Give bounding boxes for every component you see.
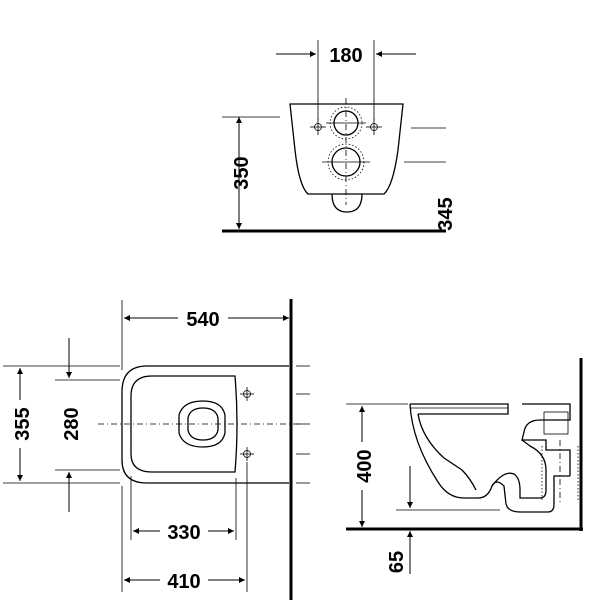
dim-350-label: 350	[231, 156, 253, 189]
dim-355-mask	[8, 400, 32, 448]
side-flush-box	[543, 411, 569, 435]
plan-opening-inner	[187, 407, 219, 441]
dim-280-label: 280	[61, 407, 83, 440]
plan-fixing-bottom	[240, 447, 254, 461]
dim-410-label: 410	[167, 571, 200, 593]
side-seat	[410, 403, 509, 415]
side-trap	[491, 439, 547, 499]
front-view: 180 350 345	[222, 40, 457, 233]
dim-540-mask	[178, 305, 228, 331]
dim-330-mask	[160, 518, 208, 544]
dim-400-mask	[350, 442, 374, 490]
side-bowl-inner	[417, 413, 477, 491]
plan-opening	[178, 400, 226, 448]
side-view: 400 65	[346, 358, 583, 574]
dim-355-label: 355	[12, 407, 34, 440]
plan-fixing-top	[240, 387, 254, 401]
dim-345-label-partial: 345	[435, 197, 457, 230]
dim-400-label: 400	[354, 449, 376, 482]
plan-bowl-outline	[121, 365, 289, 484]
side-flush	[521, 403, 571, 476]
plan-view: 540 355 280 330 410	[3, 299, 310, 600]
dim-330-label: 330	[167, 522, 200, 544]
dim-65-label: 65	[386, 551, 408, 573]
dim-410-mask	[160, 567, 208, 593]
plan-bowl-inner	[130, 375, 238, 473]
front-spout	[331, 193, 363, 213]
front-fixing-left	[310, 119, 326, 135]
dim-540-label: 540	[186, 309, 219, 331]
front-fixing-right	[366, 119, 382, 135]
dim-180-label: 180	[329, 45, 362, 67]
front-bowl-outline	[289, 103, 404, 195]
